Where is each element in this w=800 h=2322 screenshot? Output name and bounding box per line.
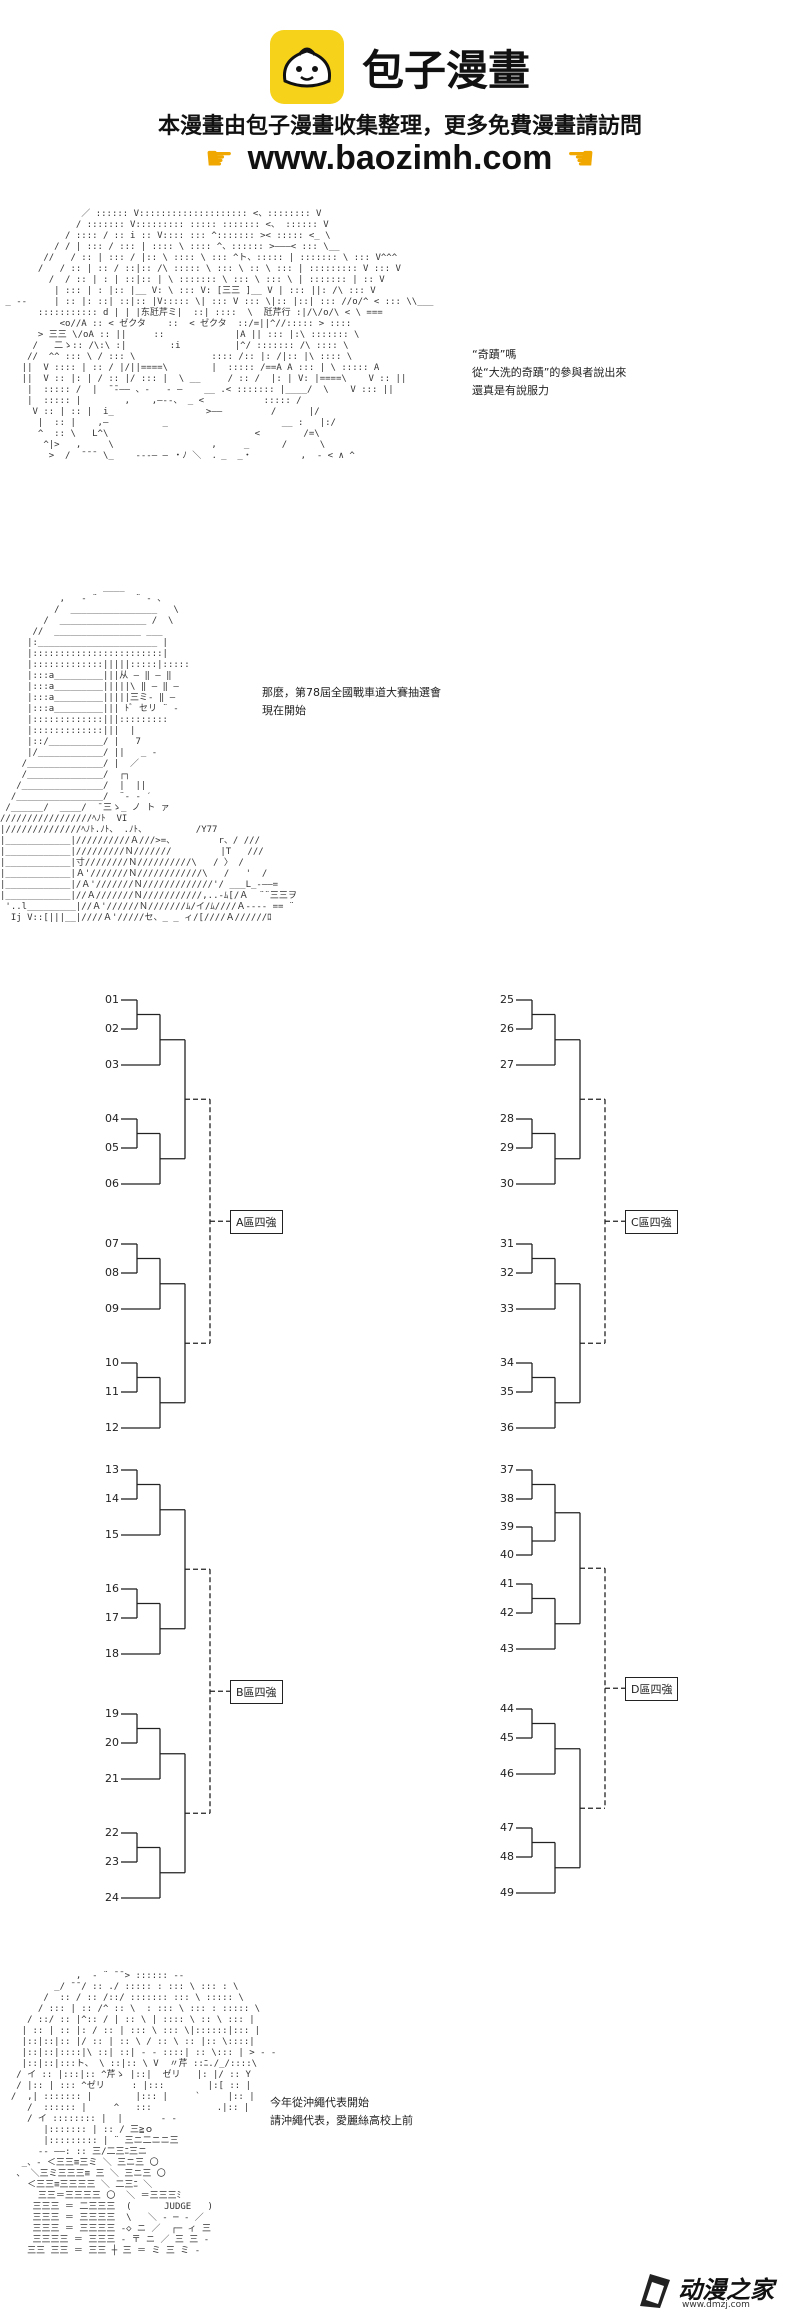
watermark-name: 动漫之家 xyxy=(678,2276,774,2304)
team-slot-number: 39 xyxy=(500,1520,514,1533)
team-slot-number: 15 xyxy=(105,1528,119,1541)
team-slot-number: 36 xyxy=(500,1421,514,1434)
caption-line: 還真是有說服力 xyxy=(472,384,549,397)
team-slot-number: 22 xyxy=(105,1826,119,1839)
team-slot-number: 49 xyxy=(500,1886,514,1899)
panel2-ascii-art: ____ , ‐ ¨ ¨ ‐ 、 / ________________ \ / … xyxy=(0,583,297,923)
team-slot-number: 11 xyxy=(105,1385,119,1398)
team-slot-number: 08 xyxy=(105,1266,119,1279)
team-slot-number: 01 xyxy=(105,993,119,1006)
team-slot-number: 42 xyxy=(500,1606,514,1619)
team-slot-number: 47 xyxy=(500,1821,514,1834)
pointing-right-hand-icon: ☛ xyxy=(204,139,234,177)
team-slot-number: 26 xyxy=(500,1022,514,1035)
team-slot-number: 04 xyxy=(105,1112,119,1125)
team-slot-number: 38 xyxy=(500,1492,514,1505)
team-slot-number: 37 xyxy=(500,1463,514,1476)
team-slot-number: 03 xyxy=(105,1058,119,1071)
group-final-four-box: C區四強 xyxy=(625,1210,678,1235)
caption-line: 現在開始 xyxy=(262,704,306,717)
group-final-four-box: B區四強 xyxy=(230,1680,283,1705)
team-slot-number: 10 xyxy=(105,1356,119,1369)
team-slot-number: 29 xyxy=(500,1141,514,1154)
team-slot-number: 05 xyxy=(105,1141,119,1154)
bun-logo-icon xyxy=(269,30,344,104)
panel3-ascii-art: , ‐ ¨ ̄ ̄ > :::::: ‐- _/ ̄ ̄ / :: ./ :::… xyxy=(10,1971,277,2256)
team-slot-number: 19 xyxy=(105,1707,119,1720)
team-slot-number: 14 xyxy=(105,1492,119,1505)
team-slot-number: 09 xyxy=(105,1302,119,1315)
team-slot-number: 32 xyxy=(500,1266,514,1279)
team-slot-number: 28 xyxy=(500,1112,514,1125)
team-slot-number: 16 xyxy=(105,1582,119,1595)
panel1-ascii-art: ／ :::::: V:::::::::::::::::::: <、:::::::… xyxy=(5,209,434,461)
team-slot-number: 17 xyxy=(105,1611,119,1624)
caption-line: “奇蹟”嗎 xyxy=(472,348,517,361)
team-slot-number: 06 xyxy=(105,1177,119,1190)
team-slot-number: 33 xyxy=(500,1302,514,1315)
team-slot-number: 31 xyxy=(500,1237,514,1250)
pen-nib-icon xyxy=(640,2274,670,2308)
team-slot-number: 45 xyxy=(500,1731,514,1744)
team-slot-number: 13 xyxy=(105,1463,119,1476)
team-slot-number: 35 xyxy=(500,1385,514,1398)
pointing-left-hand-icon: ☚ xyxy=(566,139,596,177)
group-final-four-box: D區四強 xyxy=(625,1677,679,1702)
panel3-caption: 今年從沖繩代表開始 請沖繩代表，愛麗絲高校上前 xyxy=(270,2094,413,2130)
team-slot-number: 18 xyxy=(105,1647,119,1660)
team-slot-number: 46 xyxy=(500,1767,514,1780)
site-url-link[interactable]: www.baozimh.com xyxy=(247,138,553,177)
panel1-caption: “奇蹟”嗎 從“大洗的奇蹟”的參與者說出來 還真是有說服力 xyxy=(472,346,626,400)
team-slot-number: 02 xyxy=(105,1022,119,1035)
site-notice: 本漫畫由包子漫畫收集整理，更多免費漫畫請訪問 xyxy=(157,114,642,139)
team-slot-number: 20 xyxy=(105,1736,119,1749)
caption-line: 那麼，第78屆全國戰車道大賽抽選會 xyxy=(262,686,441,699)
bracket-lines xyxy=(121,999,625,1899)
team-slot-number: 48 xyxy=(500,1850,514,1863)
group-final-four-box: A區四強 xyxy=(230,1210,283,1235)
team-slot-number: 44 xyxy=(500,1702,514,1715)
site-url-row: ☛ www.baozimh.com ☚ xyxy=(0,138,800,178)
caption-line: 請沖繩代表，愛麗絲高校上前 xyxy=(270,2114,413,2127)
team-slot-number: 24 xyxy=(105,1891,119,1904)
team-slot-number: 07 xyxy=(105,1237,119,1250)
watermark-url: www.dmzj.com xyxy=(682,2300,750,2310)
caption-line: 今年從沖繩代表開始 xyxy=(270,2096,369,2109)
team-slot-number: 40 xyxy=(500,1548,514,1561)
site-header: 包子漫畫 xyxy=(0,28,800,106)
team-slot-number: 25 xyxy=(500,993,514,1006)
team-slot-number: 34 xyxy=(500,1356,514,1369)
dmzj-watermark-logo: 动漫之家 www.dmzj.com xyxy=(636,2266,786,2316)
caption-line: 從“大洗的奇蹟”的參與者說出來 xyxy=(472,366,627,379)
panel2-caption: 那麼，第78屆全國戰車道大賽抽選會 現在開始 xyxy=(262,684,441,720)
tournament-bracket: 01 02 03 04 05 06 07 08 09 10 11 12 A區四強 13 14 15 16 17 18… xyxy=(0,990,800,1930)
team-slot-number: 23 xyxy=(105,1855,119,1868)
team-slot-number: 27 xyxy=(500,1058,514,1071)
team-slot-number: 41 xyxy=(500,1577,514,1590)
site-name: 包子漫畫 xyxy=(361,45,530,95)
team-slot-number: 12 xyxy=(105,1421,119,1434)
team-slot-number: 21 xyxy=(105,1772,119,1785)
team-slot-number: 30 xyxy=(500,1177,514,1190)
team-slot-number: 43 xyxy=(500,1642,514,1655)
